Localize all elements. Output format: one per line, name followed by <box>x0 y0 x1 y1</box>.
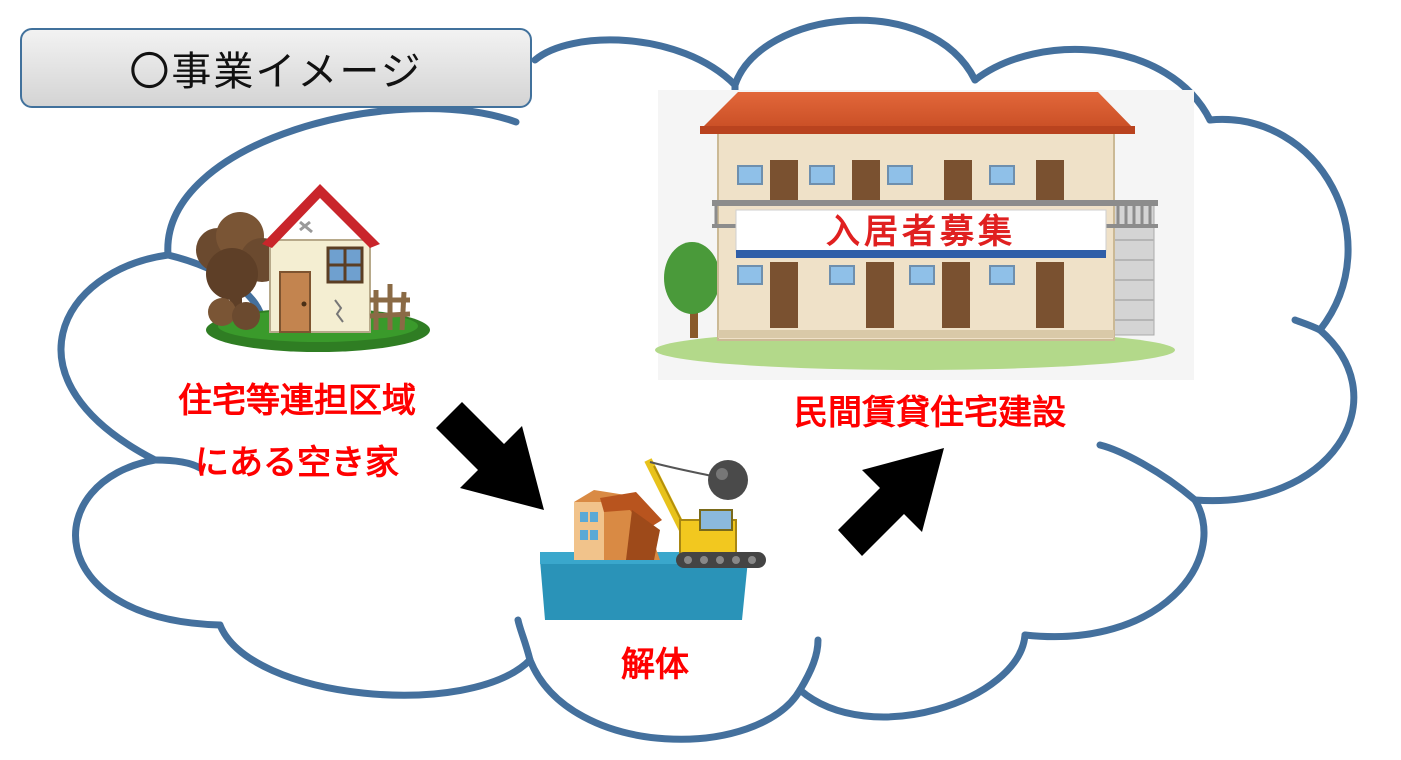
demolition-label: 解体 <box>621 645 689 685</box>
rental-construction-label: 民間賃貸住宅建設 <box>794 393 1066 433</box>
arrow-to-construction <box>838 448 944 556</box>
page-title: 〇事業イメージ <box>20 28 532 108</box>
old-house-icon <box>196 184 430 352</box>
apartment-banner-text: 入居者募集 <box>826 212 1016 252</box>
arrow-to-demolition <box>436 402 544 510</box>
vacant-house-label-line1: 住宅等連担区域 <box>178 381 416 421</box>
vacant-house-label-line2: にある空き家 <box>195 443 399 483</box>
vacant-house-label: 住宅等連担区域 にある空き家 <box>162 370 432 494</box>
apartment-building-icon <box>655 90 1194 380</box>
demolition-crane-icon <box>540 458 766 620</box>
